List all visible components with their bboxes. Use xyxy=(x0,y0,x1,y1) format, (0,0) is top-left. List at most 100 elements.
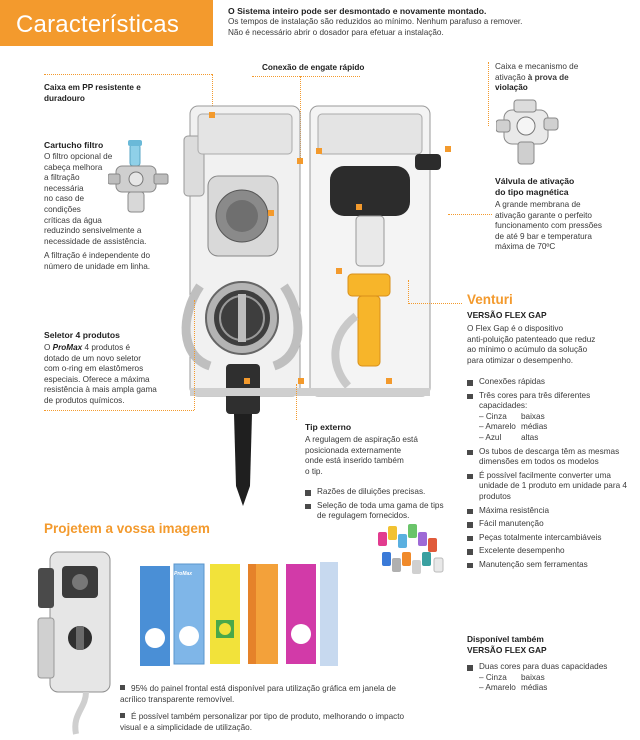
leader-line xyxy=(448,214,492,215)
regulation-tips-image xyxy=(378,524,444,574)
cartucho-extra-line: A filtração é independente do xyxy=(44,251,151,261)
venturi-subtitle: VERSÃO FLEX GAP xyxy=(467,310,547,320)
venturi-bullet: É possível facilmente converter uma unid… xyxy=(467,471,627,503)
venturi-bullet: Manutenção sem ferramentas xyxy=(467,560,627,571)
capacity-value: altas xyxy=(521,432,539,442)
marker-dot xyxy=(298,378,304,384)
disponivel-bullet: Duas cores para duas capacidades – Cinza… xyxy=(467,662,627,694)
callout-caixa-mecanismo: Caixa e mecanismo de ativação à prova de… xyxy=(495,62,578,94)
leader-line xyxy=(296,384,297,420)
panel-logo-text: ProMax xyxy=(174,571,193,577)
venturi-bullet: Peças totalmente intercambiáveis xyxy=(467,533,627,544)
valvula-text: A grande membrana de ativação garante o … xyxy=(495,200,602,253)
venturi-line: O Flex Gap é o dispositivo xyxy=(467,324,564,333)
venturi-bullet: Máxima resistência xyxy=(467,506,627,517)
cartucho-line: condições xyxy=(44,204,81,214)
capacity-value: médias xyxy=(521,683,548,693)
venturi-bullet-capacities: Três cores para três diferentes capacida… xyxy=(479,390,591,411)
venturi-bullets: Conexões rápidas Três cores para três di… xyxy=(467,377,627,574)
cartucho-line: O filtro opcional de xyxy=(44,152,113,161)
capacity-value: médias xyxy=(521,422,548,432)
disponivel-title-line-2: VERSÃO FLEX GAP xyxy=(467,644,547,655)
cartucho-line: no caso de xyxy=(44,194,85,204)
seletor-text: O ProMax 4 produtos é dotado de um novo … xyxy=(44,343,157,407)
tip-line: o tip. xyxy=(305,466,323,476)
projetem-bullet-2: É possível também personalizar por tipo … xyxy=(120,712,420,733)
lead-bold: O Sistema inteiro pode ser desmontado e … xyxy=(228,6,487,16)
callout-caixa-mec-line-2: ativação xyxy=(495,72,526,82)
leader-line xyxy=(44,410,194,411)
valvula-title: Válvula de ativação do tipo magnética xyxy=(495,176,574,197)
seletor-line: dotado de um novo seletor xyxy=(44,353,141,363)
marker-dot xyxy=(297,158,303,164)
capacity-value: baixas xyxy=(521,672,545,682)
cartucho-line: críticas da água xyxy=(44,215,102,225)
marker-dot xyxy=(445,146,451,152)
venturi-bullet: Fácil manutenção xyxy=(467,519,627,530)
cartucho-title: Cartucho filtro xyxy=(44,140,104,150)
seletor-line: com o-ring em elastômeros xyxy=(44,364,144,374)
page-title: Características xyxy=(16,11,180,38)
lead-line-2: Não é necessário abrir o dosador para ef… xyxy=(228,28,444,37)
callout-caixa-pp-line-1: Caixa em PP resistente e xyxy=(44,83,141,92)
valvula-title-line-1: Válvula de ativação xyxy=(495,176,575,186)
venturi-line: ao mínimo o acúmulo da solução xyxy=(467,345,588,355)
leader-line xyxy=(194,300,195,410)
projetem-bullet-1-text: 95% do painel frontal está disponível pa… xyxy=(120,684,396,704)
venturi-bullet: Excelente desempenho xyxy=(467,546,627,557)
capacity-row: – Azul altas xyxy=(479,433,627,444)
projetem-bullet-2-text: É possível também personalizar por tipo … xyxy=(120,712,405,732)
cartucho-line: a filtração xyxy=(44,173,80,183)
marker-dot xyxy=(336,268,342,274)
panel-designs-image xyxy=(140,562,338,666)
venturi-bullet: Três cores para três diferentes capacida… xyxy=(467,391,627,444)
callout-caixa-pp-line-2: duradouro xyxy=(44,93,85,103)
venturi-title: Venturi xyxy=(467,292,513,307)
valvula-line: A grande membrana de xyxy=(495,200,581,209)
tip-bullet: Seleção de toda uma gama de tips de regu… xyxy=(305,501,445,522)
leader-line xyxy=(252,76,360,77)
marker-dot xyxy=(244,378,250,384)
disponivel-bullet-text: Duas cores para duas capacidades xyxy=(479,662,608,671)
capacity-row: – Cinza baixas xyxy=(479,673,627,684)
leader-line xyxy=(408,303,462,304)
leader-line xyxy=(408,280,409,304)
cartucho-line: necessária xyxy=(44,183,84,193)
bullet-square xyxy=(120,685,125,690)
dispenser-product-image xyxy=(181,105,441,506)
header-banner xyxy=(0,0,213,46)
seletor-title: Seletor 4 produtos xyxy=(44,330,120,340)
venturi-text: O Flex Gap é o dispositivo anti-poluição… xyxy=(467,324,595,366)
seletor-line: especiais. Oferece a máxima xyxy=(44,374,150,384)
dispenser-front-image xyxy=(37,551,111,735)
capacity-color: – Azul xyxy=(479,432,502,442)
tip-title: Tip externo xyxy=(305,422,352,432)
promax-brand: ProMax xyxy=(52,343,83,352)
seletor-line-pre: O xyxy=(44,343,51,352)
valvula-line: máxima de 70ºC xyxy=(495,242,556,252)
valvula-title-line-2: do tipo magnética xyxy=(495,186,569,197)
cartucho-line: cabeça melhora xyxy=(44,162,103,172)
disponivel-bullets: Duas cores para duas capacidades – Cinza… xyxy=(467,662,627,697)
seletor-line: resistência à mais ampla gama xyxy=(44,385,157,395)
seletor-line: de produtos químicos. xyxy=(44,395,125,405)
filter-cartridge-image xyxy=(108,140,169,213)
capacity-value: baixas xyxy=(521,411,545,421)
marker-dot xyxy=(268,210,274,216)
valvula-line: de até 9 bar e temperatura xyxy=(495,231,592,241)
leader-line xyxy=(488,62,489,126)
cartucho-line: reduzindo sensivelmente a xyxy=(44,226,142,236)
disponivel-title-line-1: Disponível também xyxy=(467,634,544,644)
tip-bullet: Razões de diluições precisas. xyxy=(305,487,445,498)
tip-line: A regulagem de aspiração está xyxy=(305,435,418,444)
marker-dot xyxy=(386,378,392,384)
tip-line: onde está inserido também xyxy=(305,456,404,466)
tip-text: A regulagem de aspiração está posicionad… xyxy=(305,435,418,477)
capacity-color: – Cinza xyxy=(479,672,507,682)
capacity-color: – Amarelo xyxy=(479,422,516,432)
marker-dot xyxy=(356,204,362,210)
callout-conexao: Conexão de engate rápido xyxy=(262,63,365,72)
valvula-line: funcionamento com pressões xyxy=(495,221,602,231)
